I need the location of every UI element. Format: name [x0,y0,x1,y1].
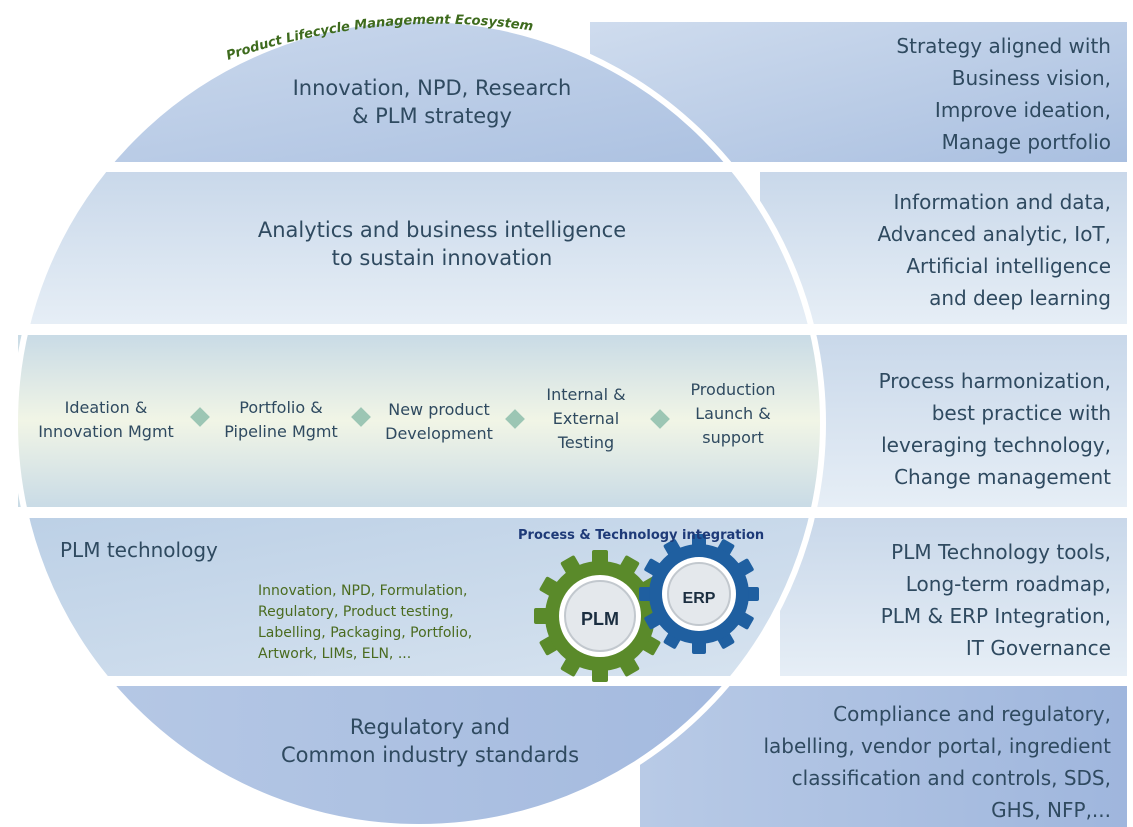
ecosystem-circle [12,16,826,827]
process-step-line: Launch & [695,404,771,423]
process-step-line: Testing [557,433,615,452]
band-1-line: Strategy aligned with [896,34,1111,58]
process-step-production: Production Launch & support [663,378,803,450]
band-1-title: Innovation, NPD, Research & PLM strategy [236,74,628,131]
band-4-line: PLM & ERP Integration, [880,604,1111,628]
band-5-line: Compliance and regulatory, [833,702,1111,726]
process-step-line: New product [388,400,490,419]
plm-tools-list: Innovation, NPD, Formulation, Regulatory… [258,581,472,665]
process-step-line: Pipeline Mgmt [224,422,338,441]
band-3-line: Process harmonization, [878,369,1111,393]
process-step-line: Portfolio & [239,398,323,417]
erp-gear-icon [639,534,759,654]
band-2-left [15,172,823,324]
plm-tools-line: Labelling, Packaging, Portfolio, [258,625,473,641]
process-step-ideation: Ideation & Innovation Mgmt [18,396,194,444]
plm-tools-line: Innovation, NPD, Formulation, [258,583,468,599]
band-5-title: Regulatory and Common industry standards [250,713,610,770]
process-step-line: Production [690,380,776,399]
band-5-line: GHS, NFP,... [991,798,1111,822]
band-1-description: Strategy aligned with Business vision, I… [896,30,1111,158]
band-1-line: Manage portfolio [941,130,1111,154]
band-1-title-line: & PLM strategy [352,104,512,129]
band-5-line: labelling, vendor portal, ingredient [763,734,1111,758]
band-4-description: PLM Technology tools, Long-term roadmap,… [881,536,1111,664]
band-4-right [780,518,1127,676]
band-2-line: Artificial intelligence [906,254,1111,278]
band-3-line: leveraging technology, [881,433,1111,457]
band-2-right [760,172,1127,324]
process-step-npd: New product Development [368,398,510,446]
band-5-right [640,686,1127,827]
integration-title: Process & Technology integration [518,528,765,543]
band-2-line: Information and data, [893,190,1111,214]
band-2-title-line: Analytics and business intelligence [257,218,627,242]
connector-diamond [505,409,525,429]
band-2-title: Analytics and business intelligence to s… [216,216,668,273]
band-1-title-line: Innovation, NPD, Research [292,76,572,100]
process-step-line: Innovation Mgmt [38,422,174,441]
erp-gear-label: ERP [683,590,716,607]
band-5-title-line: Common industry standards [280,743,580,768]
process-cell-1 [18,335,194,507]
plm-tools-line: Artwork, LIMs, ELN, ... [258,646,412,662]
process-cell-5 [663,335,803,507]
band-3-line: best practice with [931,401,1111,425]
plm-technology-title: PLM technology [60,538,218,562]
band-4-line: IT Governance [965,636,1111,660]
process-cell-4 [520,335,652,507]
process-step-line: External [552,409,620,428]
band-5-line: classification and controls, SDS, [791,766,1111,790]
process-step-line: support [702,428,764,447]
band-2-title-line: to sustain innovation [331,246,553,271]
band-1-line: Business vision, [951,66,1111,90]
process-step-line: Development [385,424,493,443]
band-1-line: Improve ideation, [934,98,1111,122]
connector-diamond [650,409,670,429]
process-step-line: Internal & [546,385,626,404]
band-5-title-line: Regulatory and [349,715,511,739]
process-cell-2 [205,335,357,507]
process-step-line: Ideation & [64,398,148,417]
band-2-line: Advanced analytic, IoT, [877,222,1111,246]
connector-diamond [351,407,371,427]
band-4-line: PLM Technology tools, [891,540,1111,564]
plm-gear-label: PLM [581,609,619,629]
band-3-line: Change management [894,465,1111,489]
band-5-description: Compliance and regulatory, labelling, ve… [763,698,1111,826]
band-2-line: and deep learning [929,286,1111,310]
band-3-right [810,335,1127,507]
process-step-testing: Internal & External Testing [520,383,652,455]
band-2-description: Information and data, Advanced analytic,… [877,186,1111,314]
plm-tools-line: Regulatory, Product testing, [258,604,454,620]
band-3-description: Process harmonization, best practice wit… [879,365,1111,493]
process-cell-3 [368,335,510,507]
band-4-line: Long-term roadmap, [905,572,1111,596]
process-step-portfolio: Portfolio & Pipeline Mgmt [205,396,357,444]
connector-diamond [190,407,210,427]
